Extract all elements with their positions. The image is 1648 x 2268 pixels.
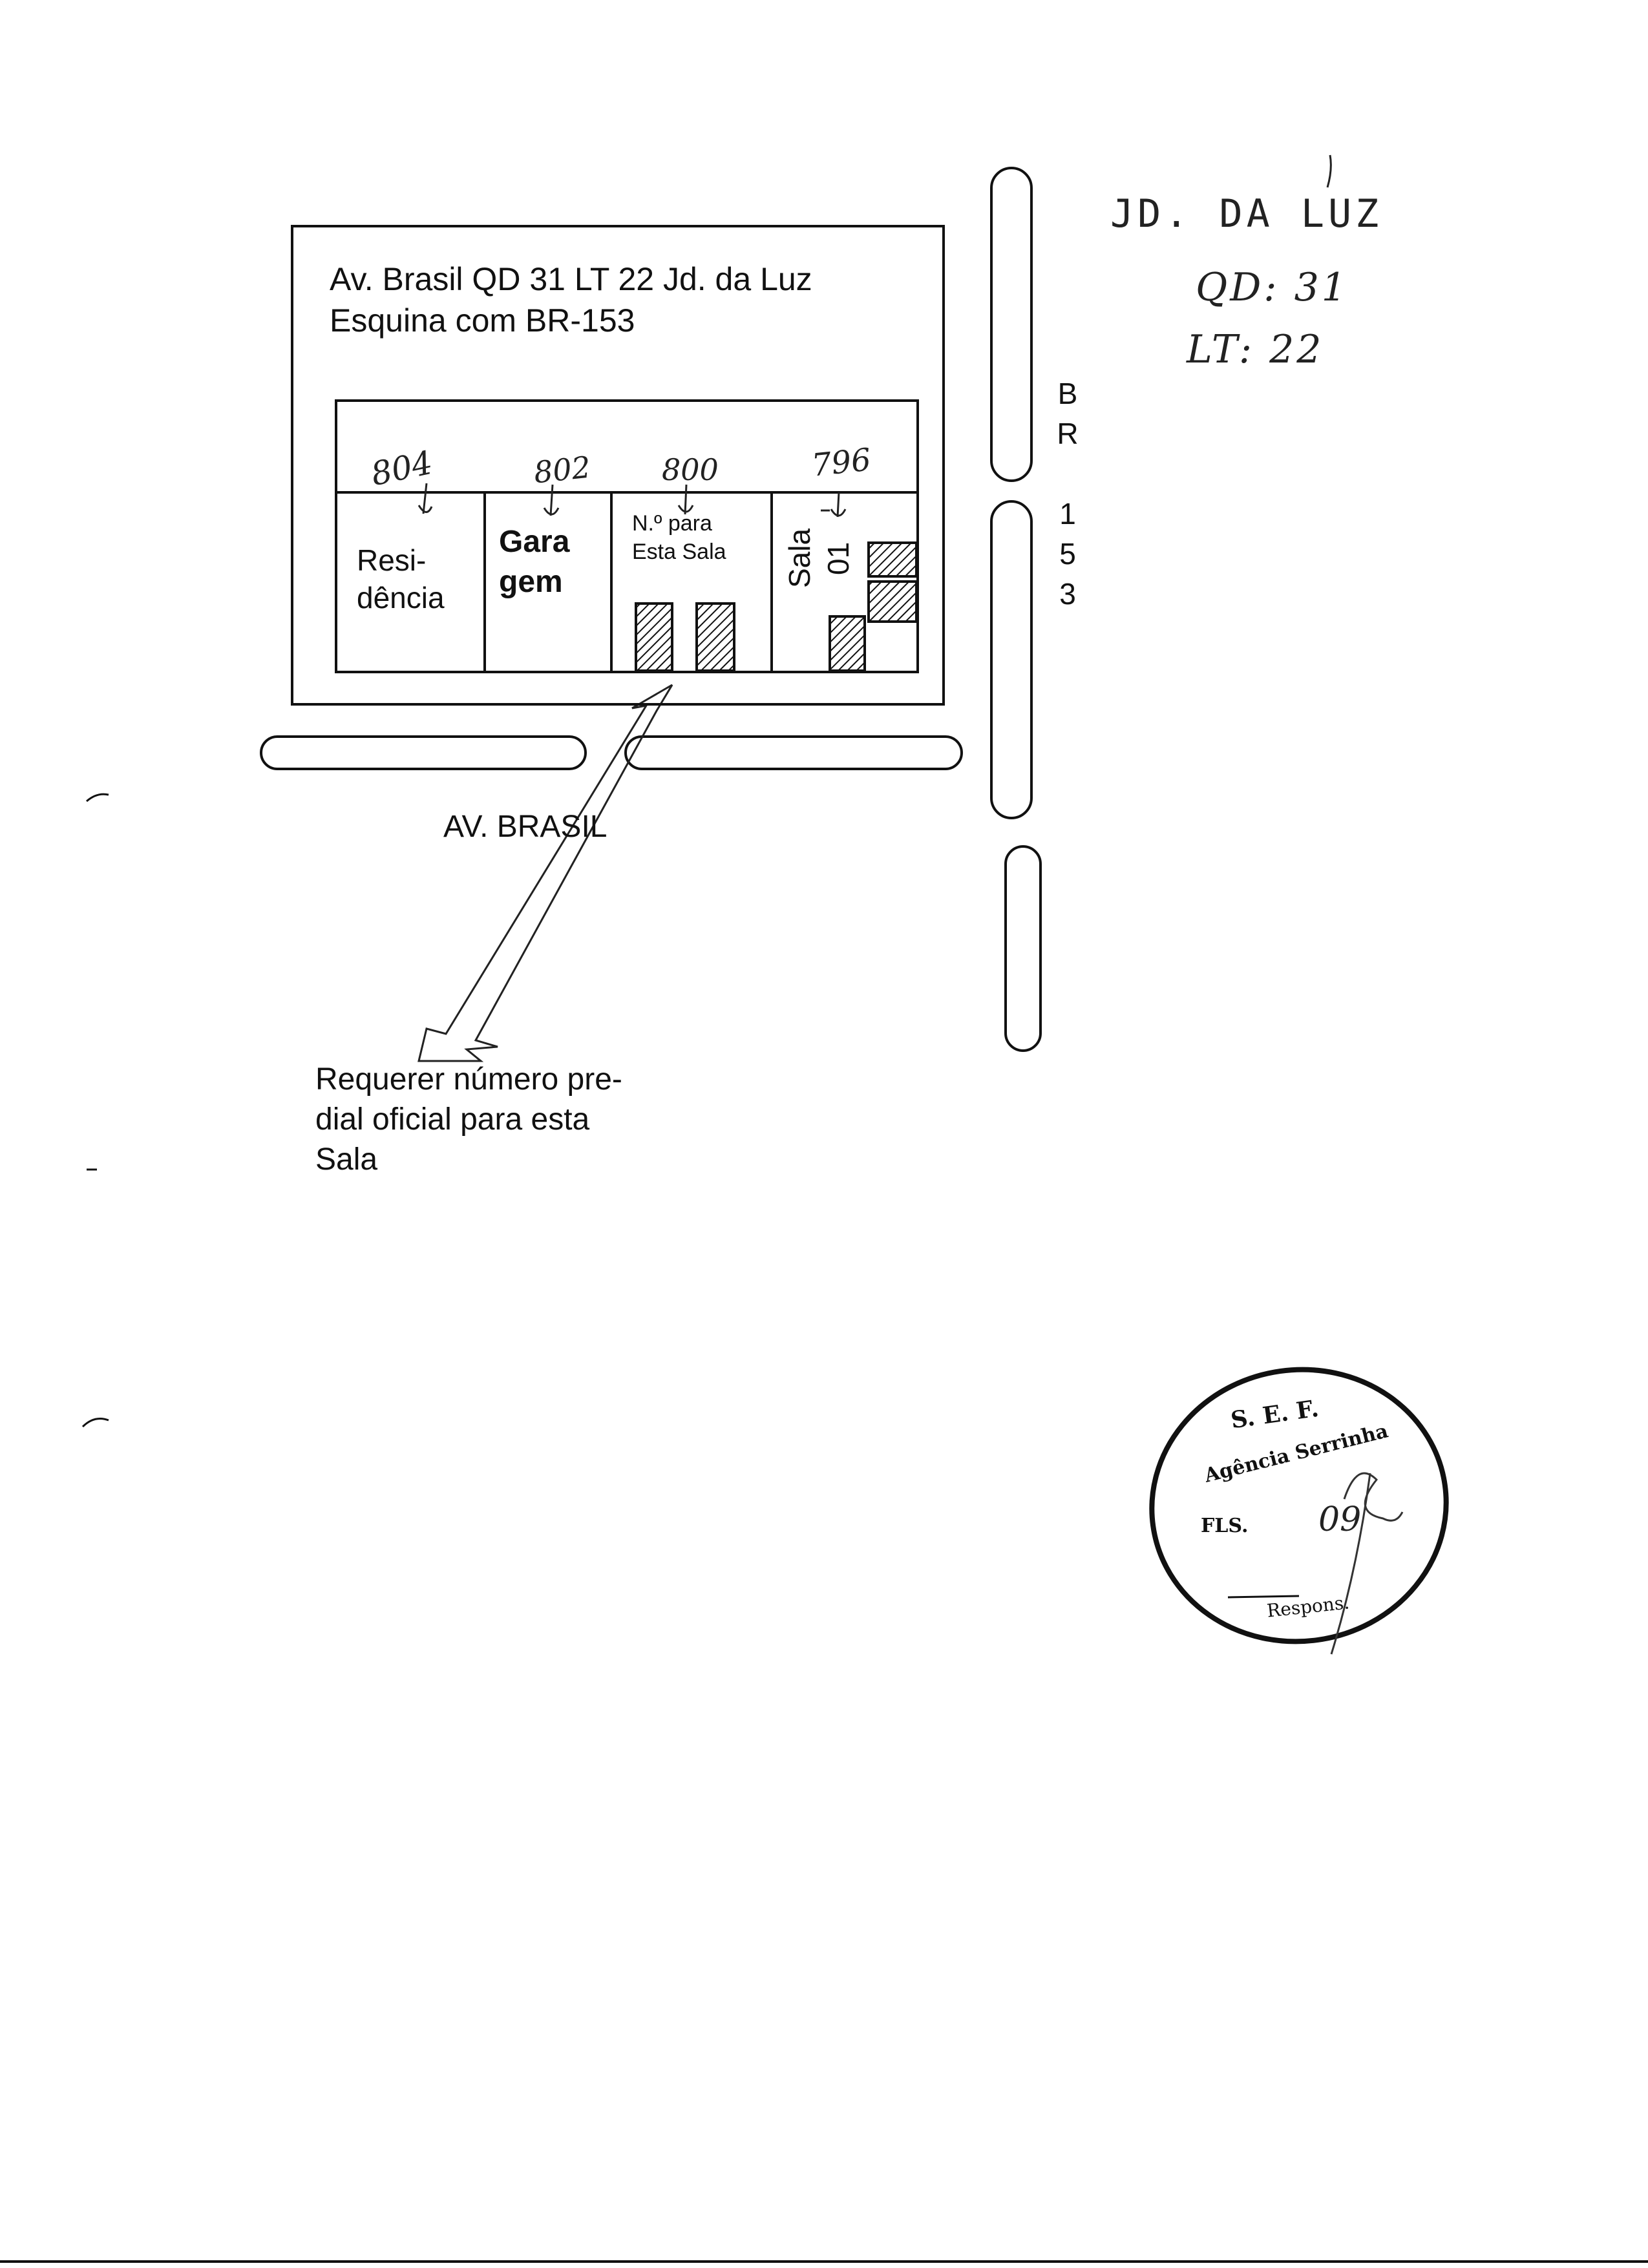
lot-sala01-line-1: Sala <box>783 528 816 588</box>
stamp-circle <box>1149 1367 1449 1644</box>
br153-letter-4: 5 <box>1059 537 1076 571</box>
tick-mark-796 <box>821 492 847 518</box>
handwritten-neighborhood: JD. DA LUZ <box>1110 191 1383 236</box>
stamp-fls-value: 09 <box>1318 1500 1362 1539</box>
lots-outline <box>335 399 919 673</box>
br153-letter-2: R <box>1057 417 1079 450</box>
scan-mark-1 <box>86 793 109 803</box>
sala01-door <box>829 615 866 672</box>
tick-mark-804 <box>417 483 433 514</box>
br153-road-segment-bottom <box>1004 845 1042 1052</box>
address-line-2: Esquina com BR-153 <box>330 302 635 339</box>
lot-sala01-line-2: 01 <box>821 541 855 575</box>
av-brasil-road-segment-left <box>260 735 587 770</box>
stamp-signature-line <box>1227 1595 1300 1599</box>
lot-garagem-label: Gara gem <box>499 522 569 602</box>
br153-letter-3: 1 <box>1059 497 1076 530</box>
scan-mark-2 <box>81 1418 109 1428</box>
handwritten-quadra: QD: 31 <box>1196 265 1349 310</box>
lot-esta-sala-number: 800 <box>662 452 719 487</box>
lot-esta-sala-label: N.º para Esta Sala <box>632 509 726 566</box>
callout-arrow <box>417 684 673 1062</box>
stamp-signature <box>1330 1472 1404 1655</box>
property-outline <box>291 225 945 706</box>
sala01-window-top <box>867 541 918 578</box>
callout-line-1: Requerer número pre- <box>315 1062 622 1097</box>
lot-esta-sala-line-2: Esta Sala <box>632 540 726 564</box>
lot-garagem-line-2: gem <box>499 565 563 599</box>
av-brasil-road-segment-right <box>624 735 963 770</box>
br153-road-segment-top <box>990 167 1033 482</box>
stamp-fls-label: FLS. <box>1201 1515 1249 1537</box>
handwritten-mark <box>1326 154 1332 188</box>
address-line-1: Av. Brasil QD 31 LT 22 Jd. da Luz <box>330 261 812 297</box>
lot-garagem-line-1: Gara <box>499 525 570 559</box>
callout-text: Requerer número pre- dial oficial para e… <box>315 1060 622 1180</box>
callout-line-3: Sala <box>315 1142 378 1177</box>
lot-sala01-number-label: 01 <box>819 542 857 575</box>
lot-garagem-number: 802 <box>532 449 593 490</box>
esta-sala-door-left <box>635 602 673 672</box>
br153-road-segment-middle <box>990 500 1033 819</box>
br153-letter-1: B <box>1057 377 1078 410</box>
lot-sala01-label: Sala <box>781 529 818 588</box>
br153-letter-5: 3 <box>1059 577 1076 611</box>
sala01-window-bottom <box>867 580 918 623</box>
lot-sala01-number: 796 <box>810 441 873 484</box>
lot-residencia-line-1: Resi- <box>357 543 427 577</box>
address-block: Av. Brasil QD 31 LT 22 Jd. da Luz Esquin… <box>330 258 812 341</box>
callout-line-2: dial oficial para esta <box>315 1102 590 1137</box>
tick-mark-800 <box>677 484 694 515</box>
handwritten-lote: LT: 22 <box>1187 327 1324 372</box>
esta-sala-door-right <box>695 602 735 672</box>
lot-esta-sala-line-1: N.º para <box>632 511 712 536</box>
lot-residencia-label: Resi- dência <box>357 541 445 616</box>
lot-residencia-line-2: dência <box>357 581 445 614</box>
tick-mark-802 <box>543 484 560 516</box>
av-brasil-street-label: AV. BRASIL <box>443 810 607 844</box>
